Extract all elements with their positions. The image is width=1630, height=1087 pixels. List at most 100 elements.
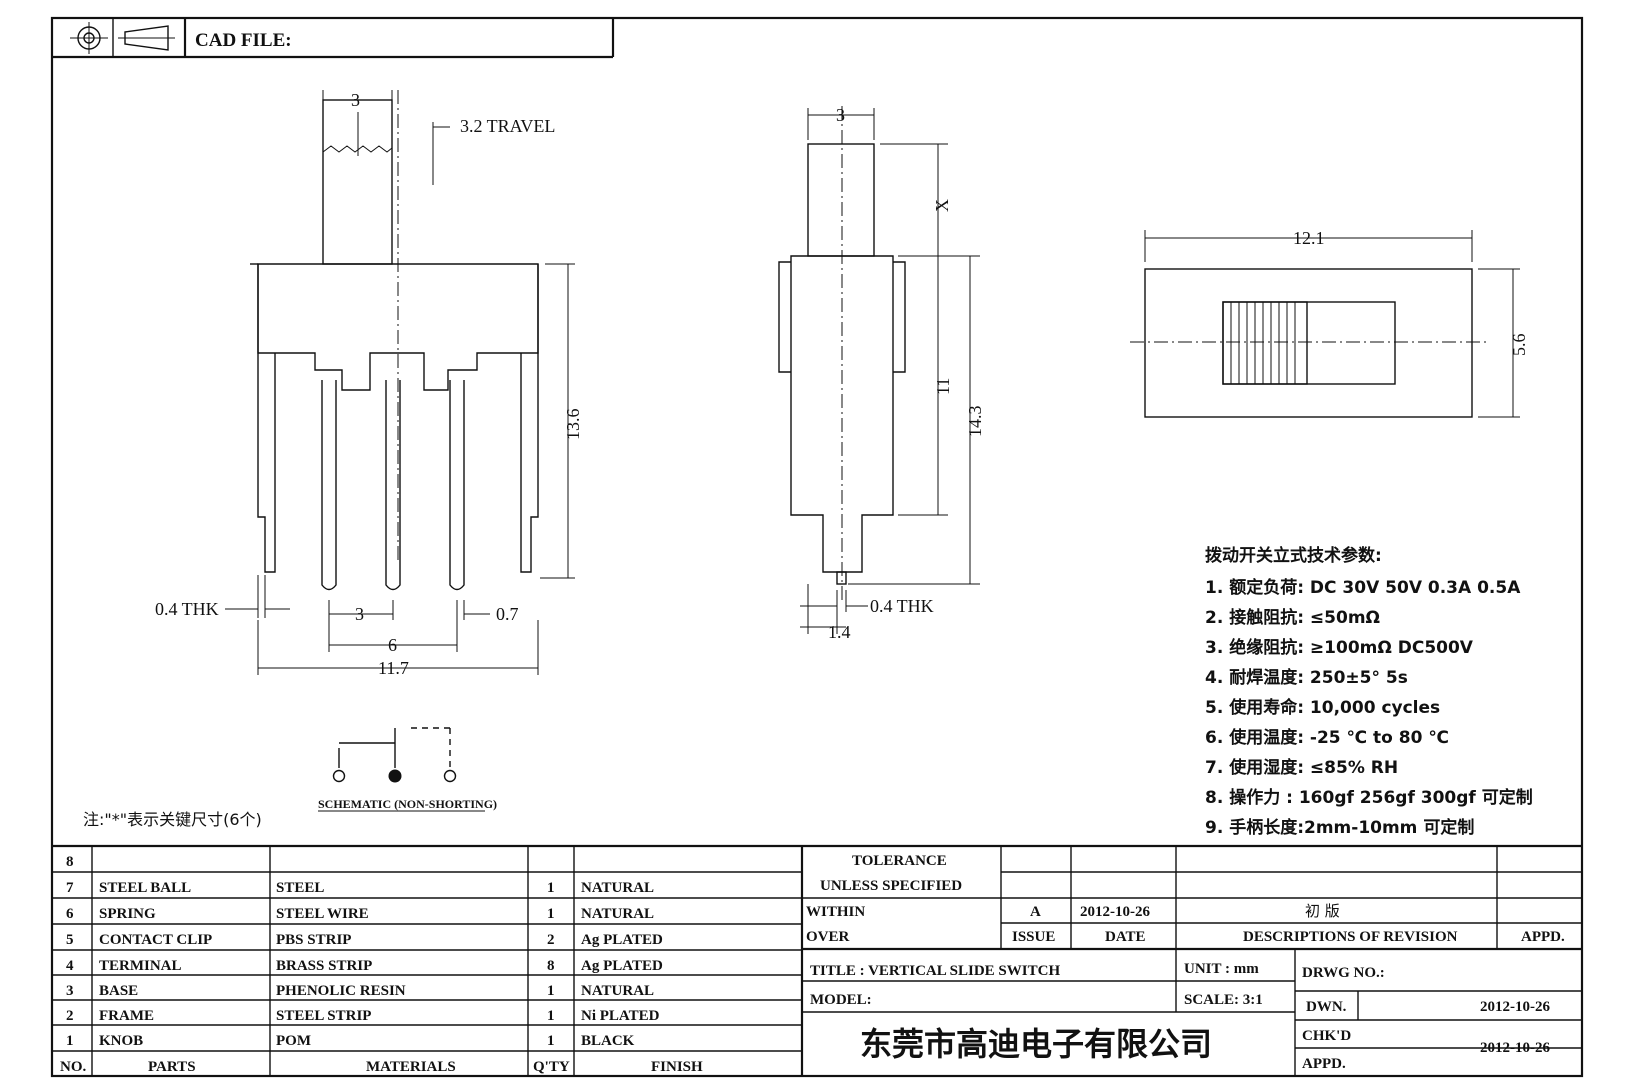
spec-item: 9. 手柄长度:2mm-10mm 可定制 bbox=[1205, 817, 1474, 838]
bom-rows: 8 7 STEEL BALL STEEL 1 NATURAL 6 SPRING … bbox=[60, 854, 703, 1075]
spec-item: 4. 耐焊温度: 250±5° 5s bbox=[1205, 667, 1408, 688]
title-block: 8 7 STEEL BALL STEEL 1 NATURAL 6 SPRING … bbox=[52, 844, 1582, 1076]
bom-material: PBS STRIP bbox=[276, 932, 351, 948]
within-label: WITHIN bbox=[806, 904, 865, 920]
bom-no: 5 bbox=[66, 932, 74, 948]
bom-part: CONTACT CLIP bbox=[99, 932, 212, 948]
bom-part: SPRING bbox=[99, 906, 156, 922]
appd-label-2: APPD. bbox=[1302, 1056, 1346, 1072]
bom-header-qty: Q'TY bbox=[533, 1059, 570, 1075]
bom-no: 1 bbox=[66, 1033, 74, 1049]
bom-part: TERMINAL bbox=[99, 958, 182, 974]
spec-item: 7. 使用湿度: ≤85% RH bbox=[1205, 757, 1398, 778]
knob-ridges bbox=[1230, 302, 1296, 384]
bom-material: PHENOLIC RESIN bbox=[276, 983, 406, 999]
bom-finish: Ag PLATED bbox=[581, 932, 663, 948]
bom-part: BASE bbox=[99, 983, 138, 999]
dim-side-total: 14.3 bbox=[965, 406, 985, 438]
bom-header-materials: MATERIALS bbox=[366, 1059, 456, 1075]
dim-top-length: 12.1 bbox=[1293, 228, 1325, 248]
bom-part: FRAME bbox=[99, 1008, 154, 1024]
unless-specified: UNLESS SPECIFIED bbox=[820, 878, 962, 894]
spec-item: 6. 使用温度: -25 ℃ to 80 ℃ bbox=[1205, 727, 1449, 748]
spec-item: 8. 操作力 : 160gf 256gf 300gf 可定制 bbox=[1205, 787, 1533, 808]
top-view: 12.1 5.6 bbox=[1130, 228, 1529, 418]
dim-pin-span: 6 bbox=[388, 635, 397, 655]
over-label: OVER bbox=[806, 929, 850, 945]
issue-label: ISSUE bbox=[1012, 929, 1055, 945]
bom-material: STEEL STRIP bbox=[276, 1008, 371, 1024]
terminal-open-icon bbox=[443, 769, 457, 783]
bom-no: 7 bbox=[66, 880, 74, 896]
drawing-number-label: DRWG NO.: bbox=[1302, 965, 1385, 981]
revision-description: 初 版 bbox=[1305, 902, 1340, 920]
bom-qty: 1 bbox=[547, 880, 555, 896]
company-name: 东莞市高迪电子有限公司 bbox=[860, 1025, 1212, 1063]
bom-finish: NATURAL bbox=[581, 880, 654, 896]
date-label: DATE bbox=[1105, 929, 1146, 945]
bom-no: 6 bbox=[66, 906, 74, 922]
bom-material: POM bbox=[276, 1033, 311, 1049]
dim-travel: 3.2 TRAVEL bbox=[460, 116, 555, 136]
dim-pin-pitch: 3 bbox=[355, 604, 364, 624]
appd-label: APPD. bbox=[1521, 929, 1565, 945]
front-view: 3 3.2 TRAVEL 13.6 0.4 THK 3 0.7 6 11.7 bbox=[155, 90, 583, 678]
spec-item: 1. 额定负荷: DC 30V 50V 0.3A 0.5A bbox=[1205, 577, 1521, 598]
dim-overall-width: 11.7 bbox=[378, 658, 409, 678]
bom-finish: NATURAL bbox=[581, 906, 654, 922]
descriptions-label: DESCRIPTIONS OF REVISION bbox=[1243, 929, 1458, 945]
dim-height: 13.6 bbox=[563, 409, 583, 441]
tech-specs: 拨动开关立式技术参数: 1. 额定负荷: DC 30V 50V 0.3A 0.5… bbox=[1205, 545, 1533, 838]
bom-header-finish: FINISH bbox=[651, 1059, 703, 1075]
chkd-date: 2012-10-26 bbox=[1480, 1040, 1550, 1056]
sheet-border bbox=[50, 16, 1584, 1078]
bom-qty: 1 bbox=[547, 1033, 555, 1049]
bom-qty: 2 bbox=[547, 932, 555, 948]
dim-thk: 0.4 THK bbox=[155, 599, 219, 619]
bom-qty: 1 bbox=[547, 983, 555, 999]
specs-title: 拨动开关立式技术参数: bbox=[1205, 545, 1382, 566]
spec-item: 2. 接触阻抗: ≤50mΩ bbox=[1205, 607, 1380, 628]
side-view: 3 X 11 14.3 0.4 THK 1.4 bbox=[778, 105, 985, 642]
bom-part: STEEL BALL bbox=[99, 880, 191, 896]
bom-qty: 8 bbox=[547, 958, 555, 974]
bom-material: STEEL WIRE bbox=[276, 906, 369, 922]
spec-item: 3. 绝缘阻抗: ≥100mΩ DC500V bbox=[1205, 637, 1474, 658]
bom-qty: 1 bbox=[547, 1008, 555, 1024]
bom-qty: 1 bbox=[547, 906, 555, 922]
bom-finish: BLACK bbox=[581, 1033, 635, 1049]
bom-no: 4 bbox=[66, 958, 74, 974]
bom-no: 2 bbox=[66, 1008, 74, 1024]
bom-no: 8 bbox=[66, 854, 74, 870]
drawing-title: TITLE : VERTICAL SLIDE SWITCH bbox=[810, 963, 1060, 979]
spec-item: 5. 使用寿命: 10,000 cycles bbox=[1205, 697, 1440, 718]
key-dimension-note: 注:"*"表示关键尺寸(6个) bbox=[83, 810, 262, 829]
schematic: SCHEMATIC (NON-SHORTING) bbox=[318, 727, 497, 812]
dim-top-width: 5.6 bbox=[1509, 334, 1529, 357]
issue-value: A bbox=[1030, 904, 1041, 920]
bom-material: STEEL bbox=[276, 880, 324, 896]
date-value: 2012-10-26 bbox=[1080, 904, 1150, 920]
bom-finish: NATURAL bbox=[581, 983, 654, 999]
bom-finish: Ag PLATED bbox=[581, 958, 663, 974]
bom-header-no: NO. bbox=[60, 1059, 87, 1075]
cad-header: CAD FILE: bbox=[52, 18, 615, 59]
dim-pin-width: 0.7 bbox=[496, 604, 519, 624]
bom-finish: Ni PLATED bbox=[581, 1008, 660, 1024]
dim-side-thk: 0.4 THK bbox=[870, 596, 934, 616]
dim-knob-width: 3 bbox=[351, 90, 360, 110]
cad-file-label: CAD FILE: bbox=[195, 30, 292, 51]
dim-side-knob: 3 bbox=[836, 105, 845, 125]
scale-label: SCALE: 3:1 bbox=[1184, 992, 1263, 1008]
dim-side-pin: 1.4 bbox=[828, 622, 851, 642]
terminal-open-icon bbox=[332, 769, 346, 783]
projection-symbol-icon bbox=[70, 22, 175, 54]
dwn-date: 2012-10-26 bbox=[1480, 999, 1550, 1015]
terminal-common-icon bbox=[388, 769, 402, 783]
bom-material: BRASS STRIP bbox=[276, 958, 372, 974]
tolerance-label: TOLERANCE bbox=[852, 853, 947, 869]
dwn-label: DWN. bbox=[1306, 999, 1347, 1015]
bom-header-parts: PARTS bbox=[148, 1059, 196, 1075]
dim-side-x: X bbox=[932, 199, 952, 212]
